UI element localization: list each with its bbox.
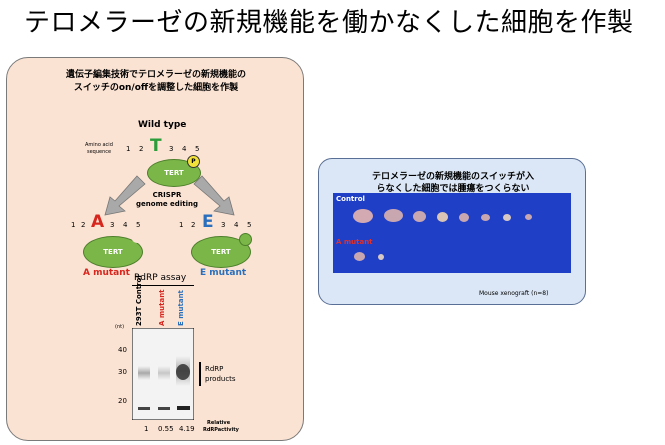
a-mutant-notch <box>131 230 144 243</box>
products-label-line2: products <box>205 375 236 383</box>
relative-activity-e-mutant: 4.19 <box>179 425 195 433</box>
page-title: テロメラーゼの新規機能を働かなくした細胞を作製 <box>24 8 634 38</box>
lane-2-band <box>158 407 170 410</box>
tert-e-mutant-label: TERT <box>211 248 231 256</box>
lane-1-products <box>138 366 150 380</box>
tumor-control-1 <box>353 209 373 223</box>
tert-e-mutant: TERT <box>191 236 251 268</box>
e-position-5: 5 <box>247 221 252 229</box>
relative-label-line2: RdRPactivity <box>203 427 239 433</box>
photo-control-label: Control <box>336 195 365 203</box>
a-mutant-label: A mutant <box>83 268 130 278</box>
left-heading-line1: 遺伝子編集技術でテロメラーゼの新規機能の <box>65 70 246 80</box>
e-position-1: 1 <box>179 221 184 229</box>
right-heading-line2: らなくした細胞では腫瘍をつくらない <box>376 184 530 194</box>
lane-label-control: 293T Control <box>135 275 143 326</box>
tert-wild-type-label: TERT <box>164 169 184 177</box>
a-residue: A <box>91 212 105 232</box>
amino-acid-sequence-label: sequence <box>87 149 112 155</box>
assay-title: RdRP assay <box>134 273 187 283</box>
products-bracket <box>199 362 201 386</box>
wt-position-1: 1 <box>126 145 131 153</box>
left-heading-line2: スイッチのon/offを調整した細胞を作製 <box>73 83 239 93</box>
lane-3-products <box>176 364 190 380</box>
lane-2-products <box>158 366 170 380</box>
e-position-3: 3 <box>221 221 226 229</box>
tumor-control-8 <box>525 214 532 220</box>
unit-label: (nt) <box>115 324 125 330</box>
tumor-control-5 <box>459 213 469 222</box>
phospho-label: P <box>191 158 196 165</box>
a-position-2: 2 <box>81 221 86 229</box>
e-position-2: 2 <box>191 221 196 229</box>
a-position-3: 3 <box>110 221 115 229</box>
wild-type-label: Wild type <box>138 120 187 130</box>
tumor-control-6 <box>481 214 490 221</box>
wt-residue-t: T <box>150 136 162 156</box>
arrow-left-shape <box>104 175 146 216</box>
lane-3-band <box>177 406 190 410</box>
tumor-a-mutant-2 <box>378 254 384 260</box>
wt-position-5: 5 <box>195 145 200 153</box>
size-marker-30: 30 <box>118 368 127 376</box>
a-position-4: 4 <box>123 221 128 229</box>
lane-label-a-mutant: A mutant <box>158 289 166 326</box>
tumor-control-3 <box>413 211 426 222</box>
genome-editing-label: genome editing <box>136 200 198 208</box>
e-mutant-knob <box>239 233 252 246</box>
photo-a-mutant-label: A mutant <box>336 238 373 246</box>
e-mutant-label: E mutant <box>200 268 247 278</box>
phosphorylation-badge: P <box>187 155 200 168</box>
gel-image <box>132 328 194 420</box>
right-heading-line1: テロメラーゼの新規機能のスイッチが入 <box>371 172 534 182</box>
wt-position-3: 3 <box>169 145 174 153</box>
lane-1-band <box>138 407 150 410</box>
crispr-arrows <box>104 175 235 216</box>
size-marker-20: 20 <box>118 397 127 405</box>
wt-position-4: 4 <box>182 145 187 153</box>
e-residue: E <box>202 212 214 232</box>
relative-activity-control: 1 <box>144 425 149 433</box>
assay-title-rule <box>132 285 194 286</box>
products-label-line1: RdRP <box>205 365 224 373</box>
tumor-control-7 <box>503 214 511 221</box>
relative-label-line1: Relative <box>207 420 231 426</box>
relative-activity-a-mutant: 0.55 <box>158 425 174 433</box>
wt-position-2: 2 <box>139 145 144 153</box>
tumor-control-2 <box>384 209 403 222</box>
right-panel: テロメラーゼの新規機能のスイッチが入 らなくした細胞では腫瘍をつくらない Con… <box>318 158 586 305</box>
a-position-5: 5 <box>136 221 141 229</box>
tumor-control-4 <box>437 212 448 222</box>
size-marker-40: 40 <box>118 346 127 354</box>
tert-a-mutant-label: TERT <box>103 248 123 256</box>
crispr-label: CRISPR <box>152 191 182 199</box>
xenograft-photo: Control A mutant <box>333 193 571 273</box>
tumor-a-mutant-1 <box>354 252 365 261</box>
e-position-4: 4 <box>234 221 239 229</box>
left-panel: 遺伝子編集技術でテロメラーゼの新規機能の スイッチのon/offを調整した細胞を… <box>6 57 304 441</box>
a-position-1: 1 <box>71 221 76 229</box>
lane-label-e-mutant: E mutant <box>177 290 185 326</box>
xenograft-footnote: Mouse xenograft (n=8) <box>479 290 549 297</box>
arrow-right-shape <box>193 175 235 216</box>
amino-acid-label: Amino acid <box>85 142 113 148</box>
